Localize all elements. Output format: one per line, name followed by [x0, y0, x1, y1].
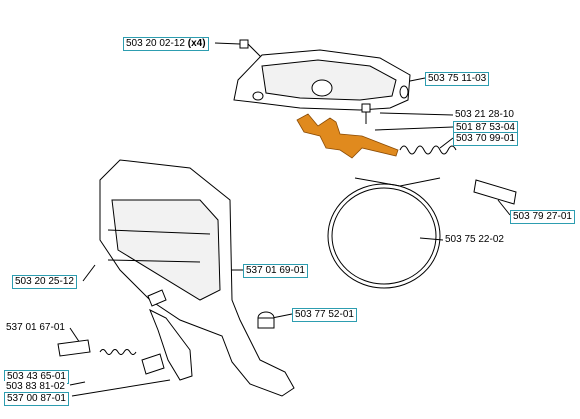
plug-part: [141, 353, 165, 375]
cover-part: [233, 49, 411, 111]
part-label-small-part: 537 01 67-01: [4, 322, 67, 334]
small-part: [147, 289, 167, 307]
part-label-band: 503 75 22-02: [443, 234, 506, 246]
part-label-small-spring: 503 83 81-02: [4, 381, 67, 393]
part-label-knob: 537 00 87-01: [4, 392, 69, 406]
chain-guard-part: [99, 159, 295, 397]
brake-band-part: [327, 177, 441, 289]
part-label-spring: 503 70 99-01: [453, 132, 518, 146]
screw-top-part: [239, 39, 263, 59]
bushing-part: [257, 311, 275, 329]
quantity-label: (x4): [187, 38, 206, 49]
clip-part: [57, 339, 91, 357]
part-number: 503 20 02-12: [126, 38, 185, 49]
pin-part: [473, 179, 517, 205]
part-label-cover: 503 75 11-03: [425, 72, 490, 86]
spring-part: [399, 145, 457, 155]
small-spring-part: [99, 349, 137, 355]
part-label-screw-top: 503 20 02-12 (x4): [123, 37, 209, 51]
part-label-screw-left: 503 20 25-12: [12, 275, 77, 289]
knob-part: [149, 308, 193, 381]
part-label-pin: 503 79 27-01: [510, 210, 575, 224]
screw-mid-part: [361, 103, 371, 124]
part-label-guard: 537 01 69-01: [243, 264, 308, 278]
part-label-bushing: 503 77 52-01: [292, 308, 357, 322]
lever-part: [296, 113, 399, 159]
part-label-screw-mid: 503 21 28-10: [453, 109, 516, 121]
